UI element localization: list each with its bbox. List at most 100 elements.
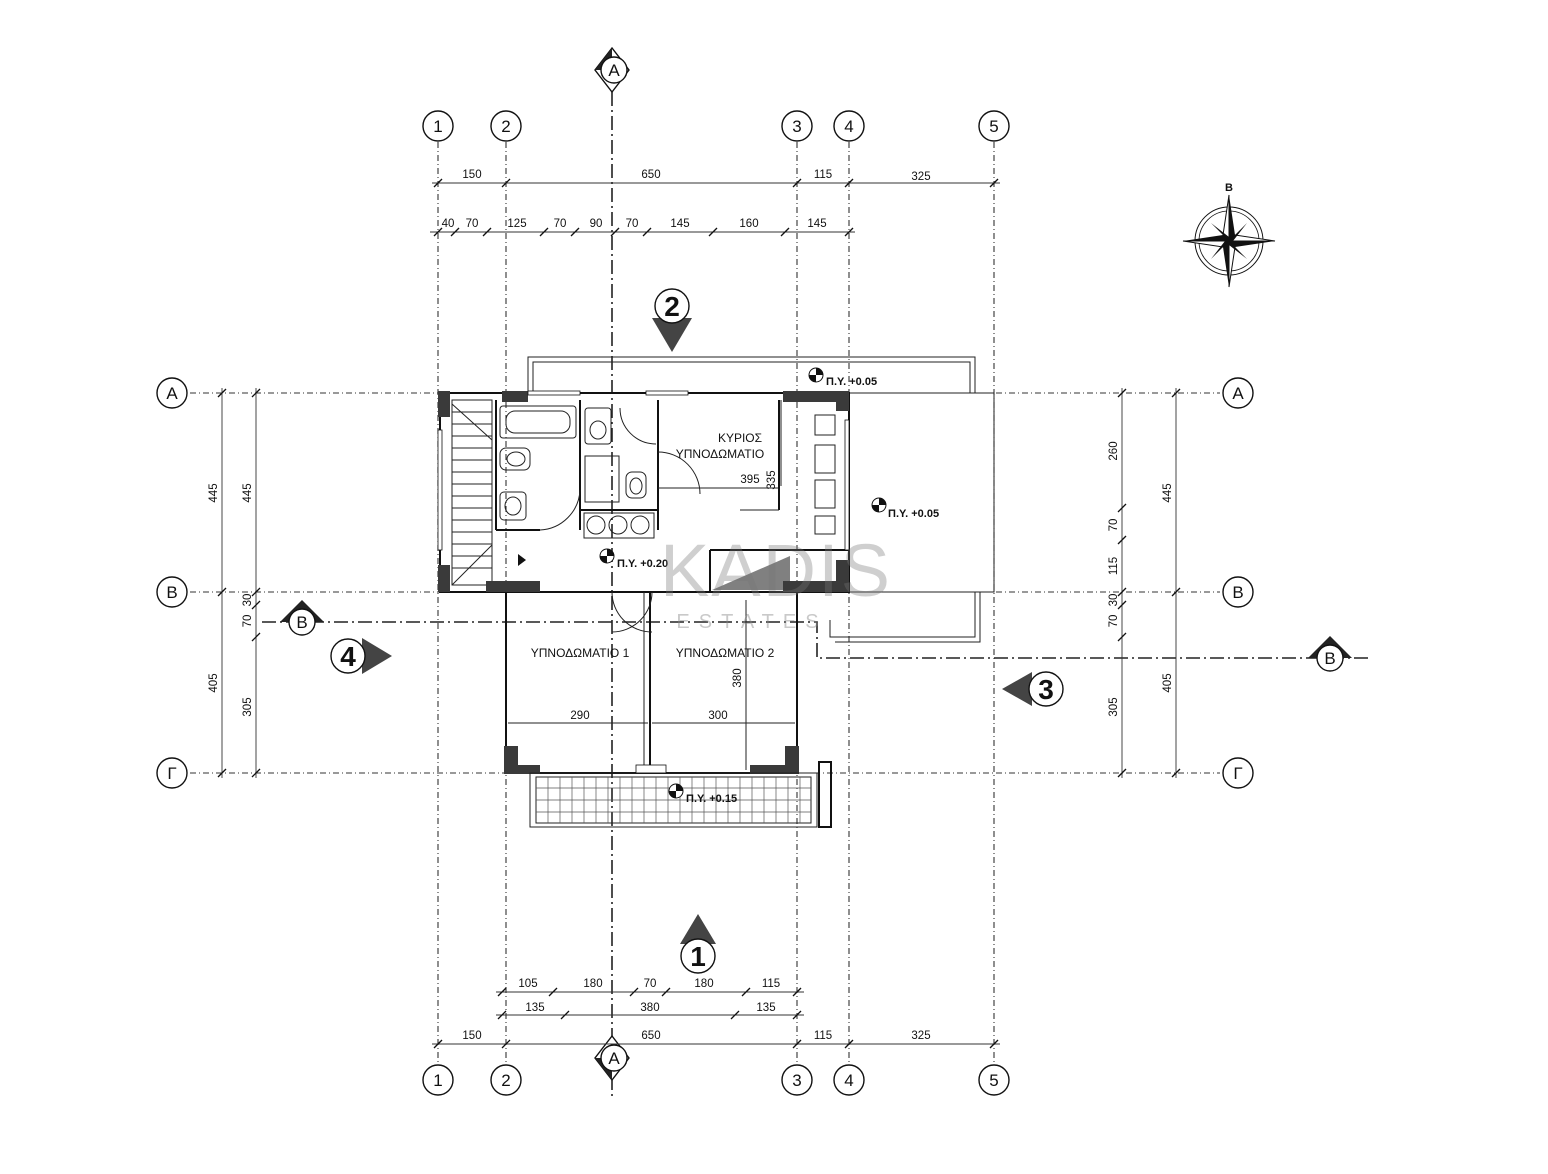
grid-label-3-top: 3 xyxy=(792,117,801,136)
elevation-marker-4: 4 xyxy=(330,638,392,674)
compass-north-label: B xyxy=(1225,182,1233,194)
elevation-label-3: 3 xyxy=(1038,674,1054,705)
room-labels: ΚΥΡΙΟΣ ΥΠΝΟΔΩΜΑΤΙΟ ΥΠΝΟΔΩΜΑΤΙΟ 1 ΥΠΝΟΔΩΜ… xyxy=(531,376,939,805)
grid-label-G-right: Γ xyxy=(1233,764,1242,783)
dim-detail-1: 40 xyxy=(442,218,455,230)
dim-detail-9: 145 xyxy=(807,218,826,230)
section-label-a-bottom: Α xyxy=(608,1049,620,1068)
staircase xyxy=(451,399,526,586)
section-label-a-top: Α xyxy=(608,61,620,80)
grid-label-G-left: Γ xyxy=(167,764,176,783)
dim-bottom1-1: 105 xyxy=(518,978,537,990)
room-bedroom-2: ΥΠΝΟΔΩΜΑΤΙΟ 2 xyxy=(676,646,775,660)
dim-bottom1-4: 180 xyxy=(694,978,713,990)
dim-top-4: 325 xyxy=(911,171,930,183)
dim-bottom2-1: 135 xyxy=(525,1002,544,1014)
room-bedroom-1: ΥΠΝΟΔΩΜΑΤΙΟ 1 xyxy=(531,646,630,660)
dim-detail-7: 145 xyxy=(670,218,689,230)
dim-bedroom1-width: 290 xyxy=(570,710,589,722)
dim-right-outer-1: 445 xyxy=(1162,483,1174,502)
dim-right-inner-3: 115 xyxy=(1108,557,1120,575)
level-hall: Π.Υ. +0.20 xyxy=(617,558,668,570)
bathroom-fixtures xyxy=(499,405,655,539)
section-label-b-left: Β xyxy=(296,613,307,632)
level-terrace-right: Π.Υ. +0.05 xyxy=(888,508,939,520)
elevation-label-2: 2 xyxy=(664,291,680,322)
grid-label-5-top: 5 xyxy=(989,117,998,136)
dim-left-inner-4: 305 xyxy=(242,697,254,716)
dim-bottom1-2: 180 xyxy=(583,978,602,990)
dim-left-inner-2: 30 xyxy=(242,594,254,607)
dim-bottom2-2: 380 xyxy=(640,1002,659,1014)
dim-bottom-1: 150 xyxy=(462,1030,481,1042)
dim-right-inner-4: 30 xyxy=(1108,594,1120,607)
grid-label-3-bottom: 3 xyxy=(792,1071,801,1090)
dim-left-inner-1: 445 xyxy=(242,483,254,502)
watermark-sub: ESTATES xyxy=(676,611,827,633)
dim-bottom2-3: 135 xyxy=(756,1002,775,1014)
dimension-lines xyxy=(217,178,1181,1049)
grid-label-2-bottom: 2 xyxy=(501,1071,510,1090)
room-master-line1: ΚΥΡΙΟΣ xyxy=(718,431,762,445)
dim-right-inner-6: 305 xyxy=(1108,697,1120,716)
grid-label-4-bottom: 4 xyxy=(844,1071,853,1090)
grid-label-A-right: Α xyxy=(1232,384,1244,403)
elevation-marker-3: 3 xyxy=(1002,671,1064,707)
grid-label-B-right: Β xyxy=(1232,583,1243,602)
section-marker-b-right: Β xyxy=(1308,636,1352,672)
watermark: KADIS ESTATES xyxy=(660,529,892,633)
dim-right-inner-5: 70 xyxy=(1108,615,1120,628)
section-cut-lines xyxy=(262,92,1372,1098)
section-label-b-right: Β xyxy=(1324,649,1335,668)
grid-label-A-left: Α xyxy=(166,384,178,403)
dim-master-depth: 335 xyxy=(766,470,778,489)
dim-bottom1-5: 115 xyxy=(762,978,780,990)
elevation-marker-1: 1 xyxy=(680,914,716,974)
grid-bubbles-bottom: 1 2 3 4 5 xyxy=(422,1064,1010,1096)
grid-label-2-top: 2 xyxy=(501,117,510,136)
dim-right-inner-2: 70 xyxy=(1108,519,1120,532)
room-master-line2: ΥΠΝΟΔΩΜΑΤΙΟ xyxy=(676,447,765,461)
dim-bedroom2-depth: 380 xyxy=(732,668,744,687)
dim-top-1: 150 xyxy=(462,169,481,181)
dim-detail-5: 90 xyxy=(590,218,603,230)
elevation-marker-2: 2 xyxy=(652,288,692,352)
elevation-label-4: 4 xyxy=(340,641,356,672)
level-symbols xyxy=(599,367,887,799)
grid-bubbles-top: 1 2 3 4 5 xyxy=(422,110,1010,142)
dim-bottom-4: 325 xyxy=(911,1030,930,1042)
dim-top-2: 650 xyxy=(641,169,660,181)
dim-bedroom2-width: 300 xyxy=(708,710,727,722)
dim-left-inner-3: 70 xyxy=(242,615,254,628)
dim-detail-2: 70 xyxy=(466,218,479,230)
grid-label-B-left: Β xyxy=(166,583,177,602)
windows xyxy=(437,390,850,774)
dim-right-outer-2: 405 xyxy=(1162,673,1174,692)
watermark-brand: KADIS xyxy=(660,529,892,612)
section-marker-b-left: Β xyxy=(280,600,324,636)
grid-label-1-top: 1 xyxy=(433,117,442,136)
section-marker-a-bottom: Α xyxy=(594,1034,630,1082)
structural-columns xyxy=(438,391,849,774)
grid-label-4-top: 4 xyxy=(844,117,853,136)
dim-bottom-2: 650 xyxy=(641,1030,660,1042)
compass-rose-icon: B xyxy=(1182,182,1276,288)
grid-label-1-bottom: 1 xyxy=(433,1071,442,1090)
elevation-label-1: 1 xyxy=(690,941,706,972)
dim-detail-4: 70 xyxy=(554,218,567,230)
dim-bottom1-3: 70 xyxy=(644,978,657,990)
dim-detail-3: 125 xyxy=(507,218,526,230)
dim-bottom-3: 115 xyxy=(814,1030,832,1042)
wardrobe xyxy=(814,414,836,535)
dim-left-outer-2: 405 xyxy=(208,673,220,692)
dim-left-outer-1: 445 xyxy=(208,483,220,502)
dim-top-3: 115 xyxy=(814,169,832,181)
section-marker-a-top: Α xyxy=(594,46,630,94)
level-balcony: Π.Υ. +0.15 xyxy=(686,793,737,805)
level-terrace-top: Π.Υ. +0.05 xyxy=(826,376,877,388)
dim-detail-6: 70 xyxy=(626,218,639,230)
dim-detail-8: 160 xyxy=(739,218,758,230)
grid-bubbles-rows: Α Β Γ Α Β Γ xyxy=(156,377,1254,789)
dim-right-inner-1: 260 xyxy=(1108,441,1120,460)
